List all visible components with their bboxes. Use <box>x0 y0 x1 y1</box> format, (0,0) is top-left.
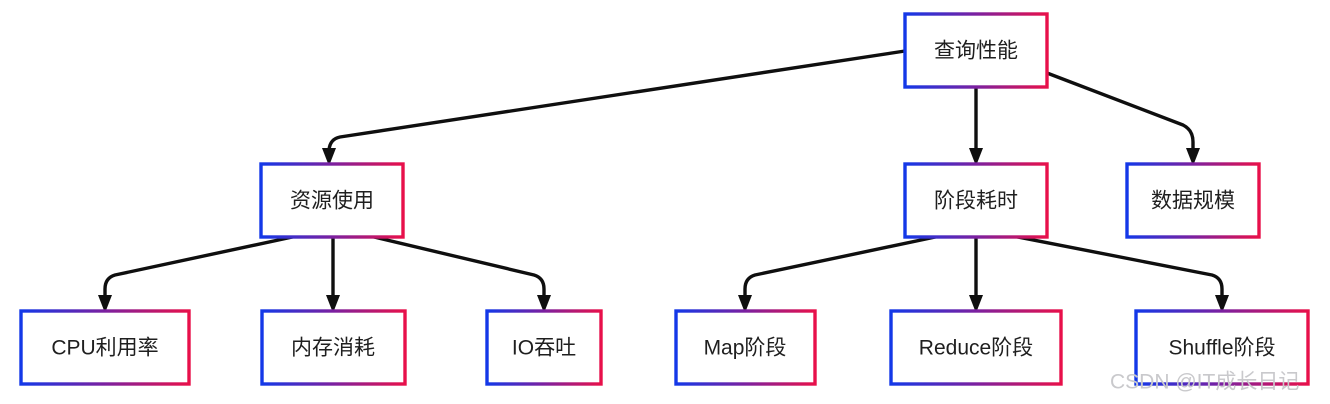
edge-query-performance-to-data-scale <box>1046 71 1200 166</box>
node-label-stage-duration: 阶段耗时 <box>934 190 1018 213</box>
arrow-head-icon <box>326 295 340 313</box>
node-label-cpu-utilization: CPU利用率 <box>51 337 158 360</box>
arrow-head-icon <box>1186 148 1200 166</box>
edge-stage-duration-to-map-stage <box>738 234 941 313</box>
node-label-memory-consumption: 内存消耗 <box>291 337 375 360</box>
watermark: CSDN @IT成长日记 <box>1110 371 1299 394</box>
arrow-head-icon <box>98 295 112 313</box>
arrow-head-icon <box>969 148 983 166</box>
node-label-reduce-stage: Reduce阶段 <box>919 337 1033 360</box>
node-cpu-utilization[interactable]: CPU利用率 <box>19 309 191 386</box>
node-label-io-throughput: IO吞吐 <box>512 337 576 360</box>
edge-stage-duration-to-reduce-stage <box>969 236 983 313</box>
node-box <box>903 162 1049 239</box>
edge-resource-usage-to-io-throughput <box>369 234 551 313</box>
node-query-performance[interactable]: 查询性能 <box>903 12 1049 89</box>
edge-stage-duration-to-shuffle-stage <box>1012 234 1229 313</box>
node-label-data-scale: 数据规模 <box>1151 190 1235 213</box>
arrow-head-icon <box>738 295 752 313</box>
node-box <box>19 309 191 386</box>
node-box <box>903 12 1049 89</box>
arrow-head-icon <box>1215 295 1229 313</box>
node-box <box>260 309 407 386</box>
node-label-resource-usage: 资源使用 <box>290 190 374 213</box>
edge-resource-usage-to-memory-consumption <box>326 236 340 313</box>
node-io-throughput[interactable]: IO吞吐 <box>485 309 603 386</box>
edge-resource-usage-to-cpu-utilization <box>98 234 298 313</box>
node-box <box>674 309 817 386</box>
edge-query-performance-to-stage-duration <box>969 88 983 166</box>
node-box <box>1134 309 1310 386</box>
node-box <box>259 162 405 239</box>
node-map-stage[interactable]: Map阶段 <box>674 309 817 386</box>
node-label-map-stage: Map阶段 <box>704 337 787 360</box>
arrow-head-icon <box>322 148 336 166</box>
arrow-head-icon <box>969 295 983 313</box>
node-reduce-stage[interactable]: Reduce阶段 <box>889 309 1063 386</box>
node-label-shuffle-stage: Shuffle阶段 <box>1169 337 1276 360</box>
node-stage-duration[interactable]: 阶段耗时 <box>903 162 1049 239</box>
node-shuffle-stage[interactable]: Shuffle阶段 <box>1134 309 1310 386</box>
edge-query-performance-to-resource-usage <box>322 49 906 166</box>
node-box <box>889 309 1063 386</box>
node-memory-consumption[interactable]: 内存消耗 <box>260 309 407 386</box>
node-box <box>485 309 603 386</box>
node-resource-usage[interactable]: 资源使用 <box>259 162 405 239</box>
arrow-head-icon <box>537 295 551 313</box>
node-box <box>1125 162 1261 239</box>
node-data-scale[interactable]: 数据规模 <box>1125 162 1261 239</box>
edges-layer <box>98 49 1229 313</box>
node-label-query-performance: 查询性能 <box>934 40 1018 63</box>
nodes-layer: 查询性能 资源使用 阶段耗时 数据规模 CPU利用率 内存消耗 IO吞吐 <box>19 12 1310 386</box>
